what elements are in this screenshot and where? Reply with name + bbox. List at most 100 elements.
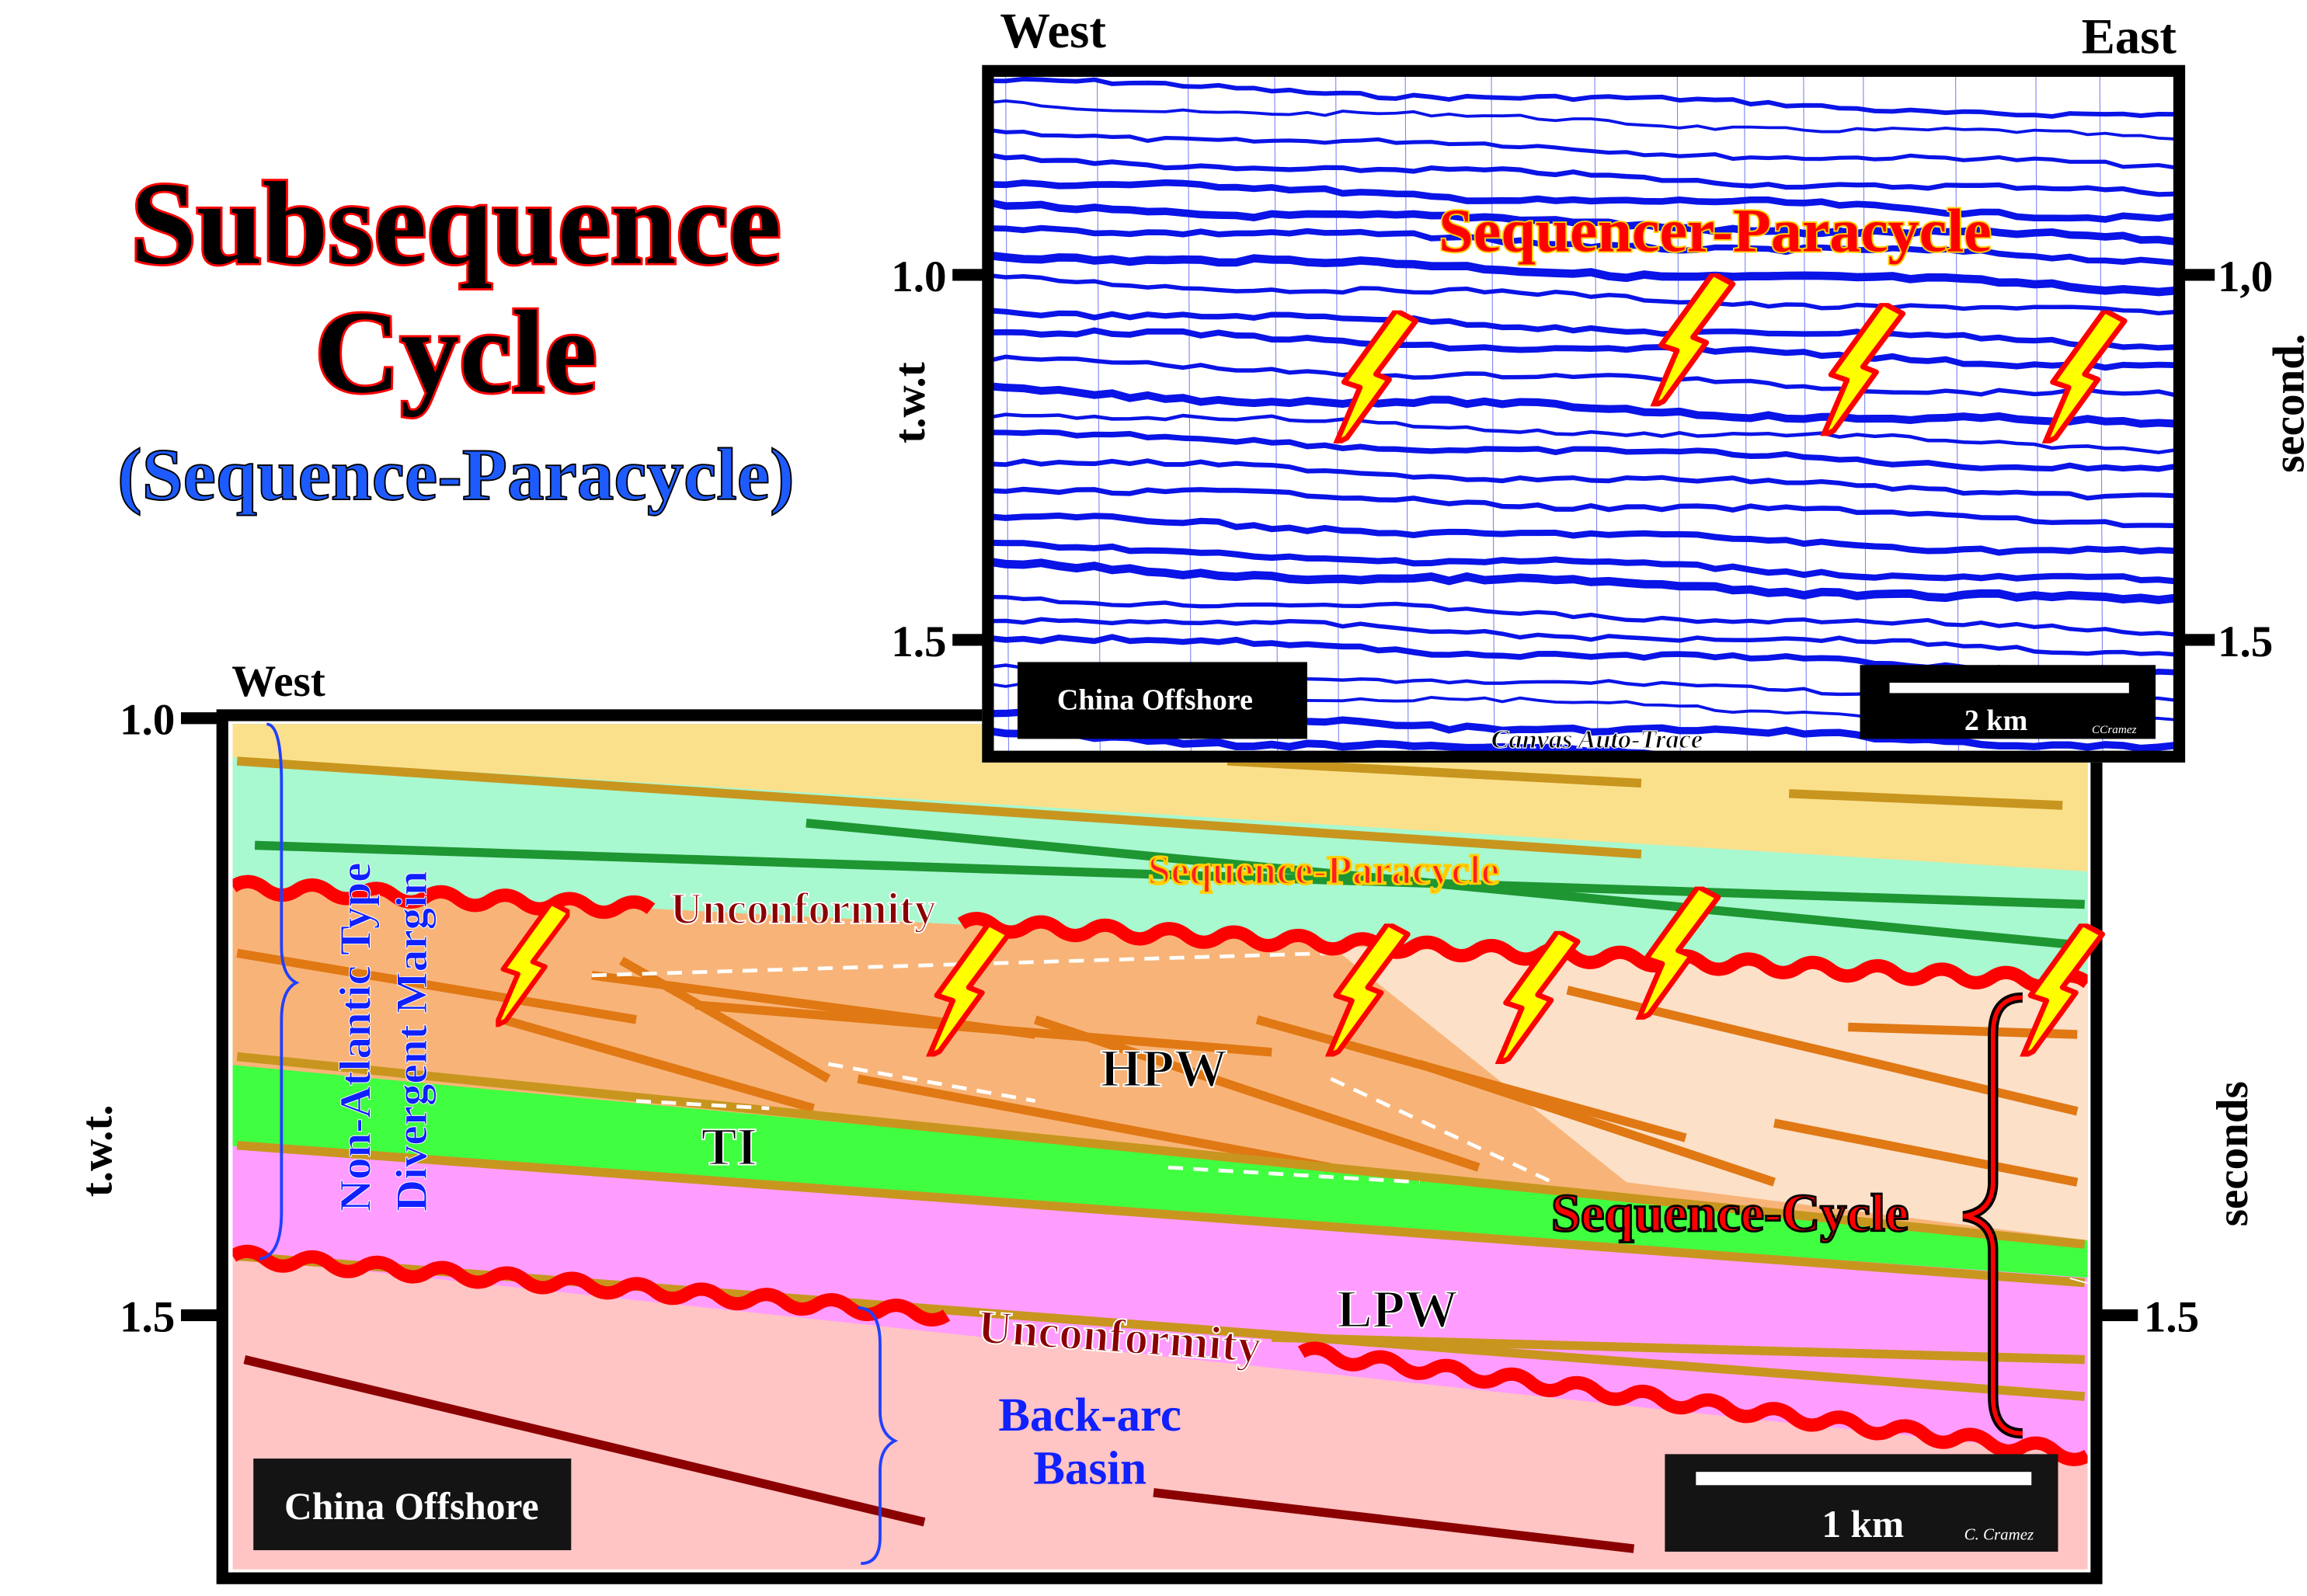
seismic-reflector bbox=[993, 382, 2177, 428]
unconformity-line bbox=[1297, 1341, 2088, 1466]
label-margin-line2: Divergent Margin bbox=[388, 871, 437, 1212]
horizon-line bbox=[236, 1140, 2086, 1288]
seismic-reflector bbox=[993, 308, 2177, 351]
scale-box bbox=[1860, 665, 2156, 739]
horizon-lines bbox=[236, 756, 2086, 1553]
seismic-reflector bbox=[993, 558, 2177, 604]
seismic-trace bbox=[1676, 76, 1681, 757]
seismic-reflector bbox=[993, 512, 2177, 556]
location-label: China Offshore bbox=[1057, 683, 1253, 716]
seismic-reflector bbox=[993, 224, 2177, 266]
downlap-surface bbox=[827, 1062, 1036, 1103]
title-block: Subsequence Cycle (Sequence-Paracycle) bbox=[117, 155, 795, 516]
seismic-trace bbox=[2035, 76, 2040, 757]
tick bbox=[180, 712, 223, 725]
horizon-line bbox=[1418, 1059, 1776, 1187]
tick bbox=[952, 634, 988, 646]
horizon-line bbox=[694, 1000, 1272, 1057]
label-margin-line1: Non-Atlantic Type bbox=[332, 862, 381, 1212]
seismic-trace bbox=[2099, 76, 2103, 757]
seismic-reflector bbox=[993, 728, 1947, 757]
title-line1: Subsequence bbox=[130, 158, 781, 289]
label-lpw: LPW bbox=[1337, 1280, 1458, 1339]
horizon-line bbox=[243, 1355, 926, 1527]
label-sequence-paracycle: Sequence-Paracycle bbox=[1148, 847, 1500, 893]
left-axis-label: t.w.t bbox=[886, 362, 934, 443]
horizon-line bbox=[1033, 1015, 1481, 1172]
seismic-reflector bbox=[993, 128, 2177, 170]
scale-bar bbox=[1696, 1472, 2032, 1486]
seismic-reflector bbox=[993, 252, 2177, 297]
seismic-reflector bbox=[993, 429, 2177, 472]
seismic-reflector bbox=[993, 594, 2177, 637]
seismic-reflector bbox=[993, 153, 2177, 197]
seismic-trace bbox=[1404, 76, 1409, 757]
west-label: West bbox=[231, 657, 325, 706]
unconformity-line bbox=[232, 874, 656, 920]
right-axis-label: second. bbox=[2264, 334, 2307, 473]
location-label: China Offshore bbox=[284, 1485, 539, 1528]
tick bbox=[952, 269, 988, 281]
seismic-trace bbox=[1187, 76, 1192, 757]
tick-label: 1.0 bbox=[120, 696, 175, 745]
unconformity-lines bbox=[232, 874, 2088, 1466]
seismic-trace bbox=[1274, 76, 1279, 757]
seismic-reflector bbox=[993, 486, 2177, 529]
left-axis-label: t.w.t. bbox=[73, 1104, 122, 1197]
seismic-trace bbox=[1744, 76, 1749, 757]
horizon-line bbox=[236, 1052, 2086, 1249]
seismic-reflector bbox=[993, 617, 2177, 657]
seismic-trace bbox=[1863, 76, 1867, 757]
seismic-trace bbox=[1803, 76, 1808, 757]
scale-label: 1 km bbox=[1822, 1503, 1904, 1546]
tick-label: 1.5 bbox=[2218, 617, 2273, 666]
seismic-trace bbox=[1005, 76, 1010, 757]
horizon-line bbox=[1272, 1333, 2085, 1365]
seismic-reflector bbox=[993, 273, 2177, 316]
credit: C. Cramez bbox=[1964, 1525, 2034, 1544]
horizon-line bbox=[236, 1251, 2086, 1401]
seismic-trace bbox=[1096, 76, 1101, 757]
label-sequence-cycle: Sequence-Cycle bbox=[1551, 1184, 1909, 1243]
title-line2: Cycle bbox=[315, 286, 597, 417]
tick-label: 1.0 bbox=[891, 252, 946, 301]
interpretation-panel: Sequence-Paracycle Unconformity HPW TI L… bbox=[73, 657, 2257, 1584]
tick-label: 1.5 bbox=[120, 1292, 175, 1341]
location-box bbox=[253, 1459, 572, 1551]
unconformity-line bbox=[957, 912, 2088, 993]
credit: CCramez bbox=[2092, 723, 2137, 736]
tick-label: 1.5 bbox=[2144, 1292, 2199, 1341]
basin-brace bbox=[858, 1306, 899, 1566]
horizon-line bbox=[254, 840, 2085, 909]
seismic-reflector bbox=[993, 540, 2177, 585]
seismic-trace bbox=[1335, 76, 1340, 757]
label-ti: TI bbox=[701, 1117, 757, 1176]
east-label: East bbox=[2082, 9, 2177, 64]
unconformity-line bbox=[232, 1244, 951, 1327]
horizon-line bbox=[806, 819, 2086, 951]
scale-label: 2 km bbox=[1964, 704, 2028, 737]
seismic-reflector bbox=[993, 354, 2177, 398]
seismic-reflector bbox=[993, 327, 2177, 371]
label-basin-line1: Back-arc bbox=[998, 1389, 1181, 1441]
downlap-surface bbox=[1167, 1165, 1420, 1184]
downlap-surface bbox=[1330, 1076, 1554, 1184]
label-sequencer-paracycle: Sequencer-Paracycle bbox=[1439, 196, 1991, 265]
horizon-line bbox=[236, 948, 637, 1024]
seismic-frame bbox=[982, 64, 2186, 763]
software-label: Canvas Auto-Trace bbox=[1491, 725, 1703, 754]
title-subtitle: (Sequence-Paracycle) bbox=[117, 433, 795, 516]
downlap-surface bbox=[635, 1099, 770, 1111]
seismic-trace bbox=[1491, 76, 1495, 757]
location-box bbox=[1017, 662, 1307, 739]
label-hpw: HPW bbox=[1101, 1039, 1228, 1098]
tick-label: 1,0 bbox=[2218, 252, 2273, 301]
seismic-panel: Sequencer-Paracycle China Offshore 2 km … bbox=[886, 2, 2307, 763]
horizon-line bbox=[1788, 789, 2063, 810]
label-basin-line2: Basin bbox=[1033, 1442, 1147, 1494]
seismic-reflector bbox=[993, 76, 2177, 119]
seismic-reflector bbox=[993, 99, 2177, 141]
horizon-line bbox=[1153, 1488, 1635, 1553]
